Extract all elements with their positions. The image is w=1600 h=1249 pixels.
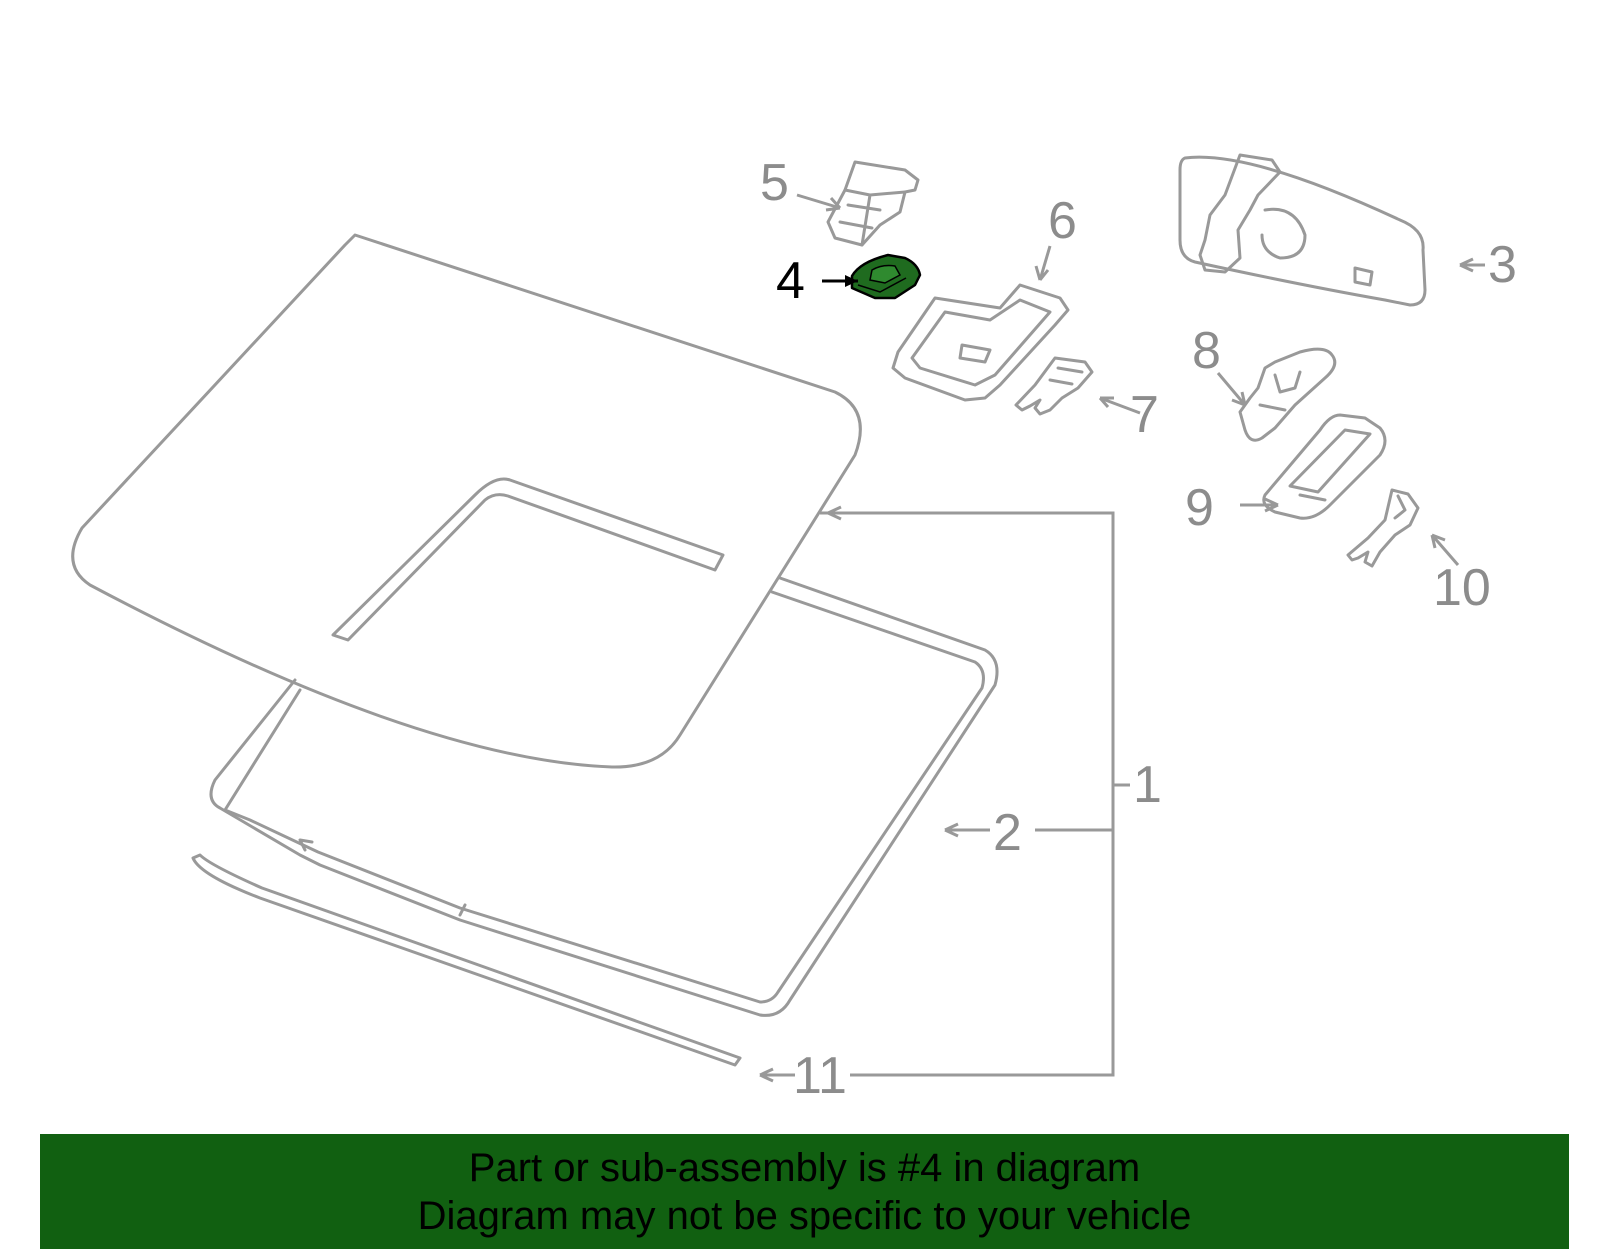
clip-10	[1346, 488, 1420, 568]
callout-11: 11	[793, 1047, 847, 1105]
callout-10: 10	[1433, 559, 1491, 617]
callout-5: 5	[760, 154, 789, 212]
callout-9: 9	[1185, 479, 1214, 537]
callout-6: 6	[1048, 192, 1077, 250]
clip-7	[1014, 356, 1094, 416]
banner-part-note: Part or sub-assembly is #4 in diagram	[468, 1146, 1141, 1190]
callout-4: 4	[776, 252, 805, 310]
cover-housing-9	[1262, 413, 1387, 520]
info-banner: Part or sub-assembly is #4 in diagram Di…	[40, 1134, 1569, 1249]
sensor-cover-4	[850, 253, 922, 300]
bracket-5	[826, 160, 920, 247]
windshield-moulding	[209, 576, 999, 1017]
windshield-glass	[71, 233, 862, 769]
rearview-mirror-3	[1178, 153, 1427, 307]
callout-2: 2	[993, 804, 1022, 862]
banner-disclaimer: Diagram may not be specific to your vehi…	[417, 1194, 1192, 1238]
connector-8	[1238, 347, 1337, 442]
mounting-plate-6	[891, 283, 1070, 402]
callout-8: 8	[1192, 322, 1221, 380]
callout-3: 3	[1488, 236, 1517, 294]
leader-lines	[759, 193, 1485, 1083]
callout-7: 7	[1130, 386, 1159, 444]
lower-moulding	[191, 853, 742, 1067]
callout-1: 1	[1133, 756, 1162, 814]
